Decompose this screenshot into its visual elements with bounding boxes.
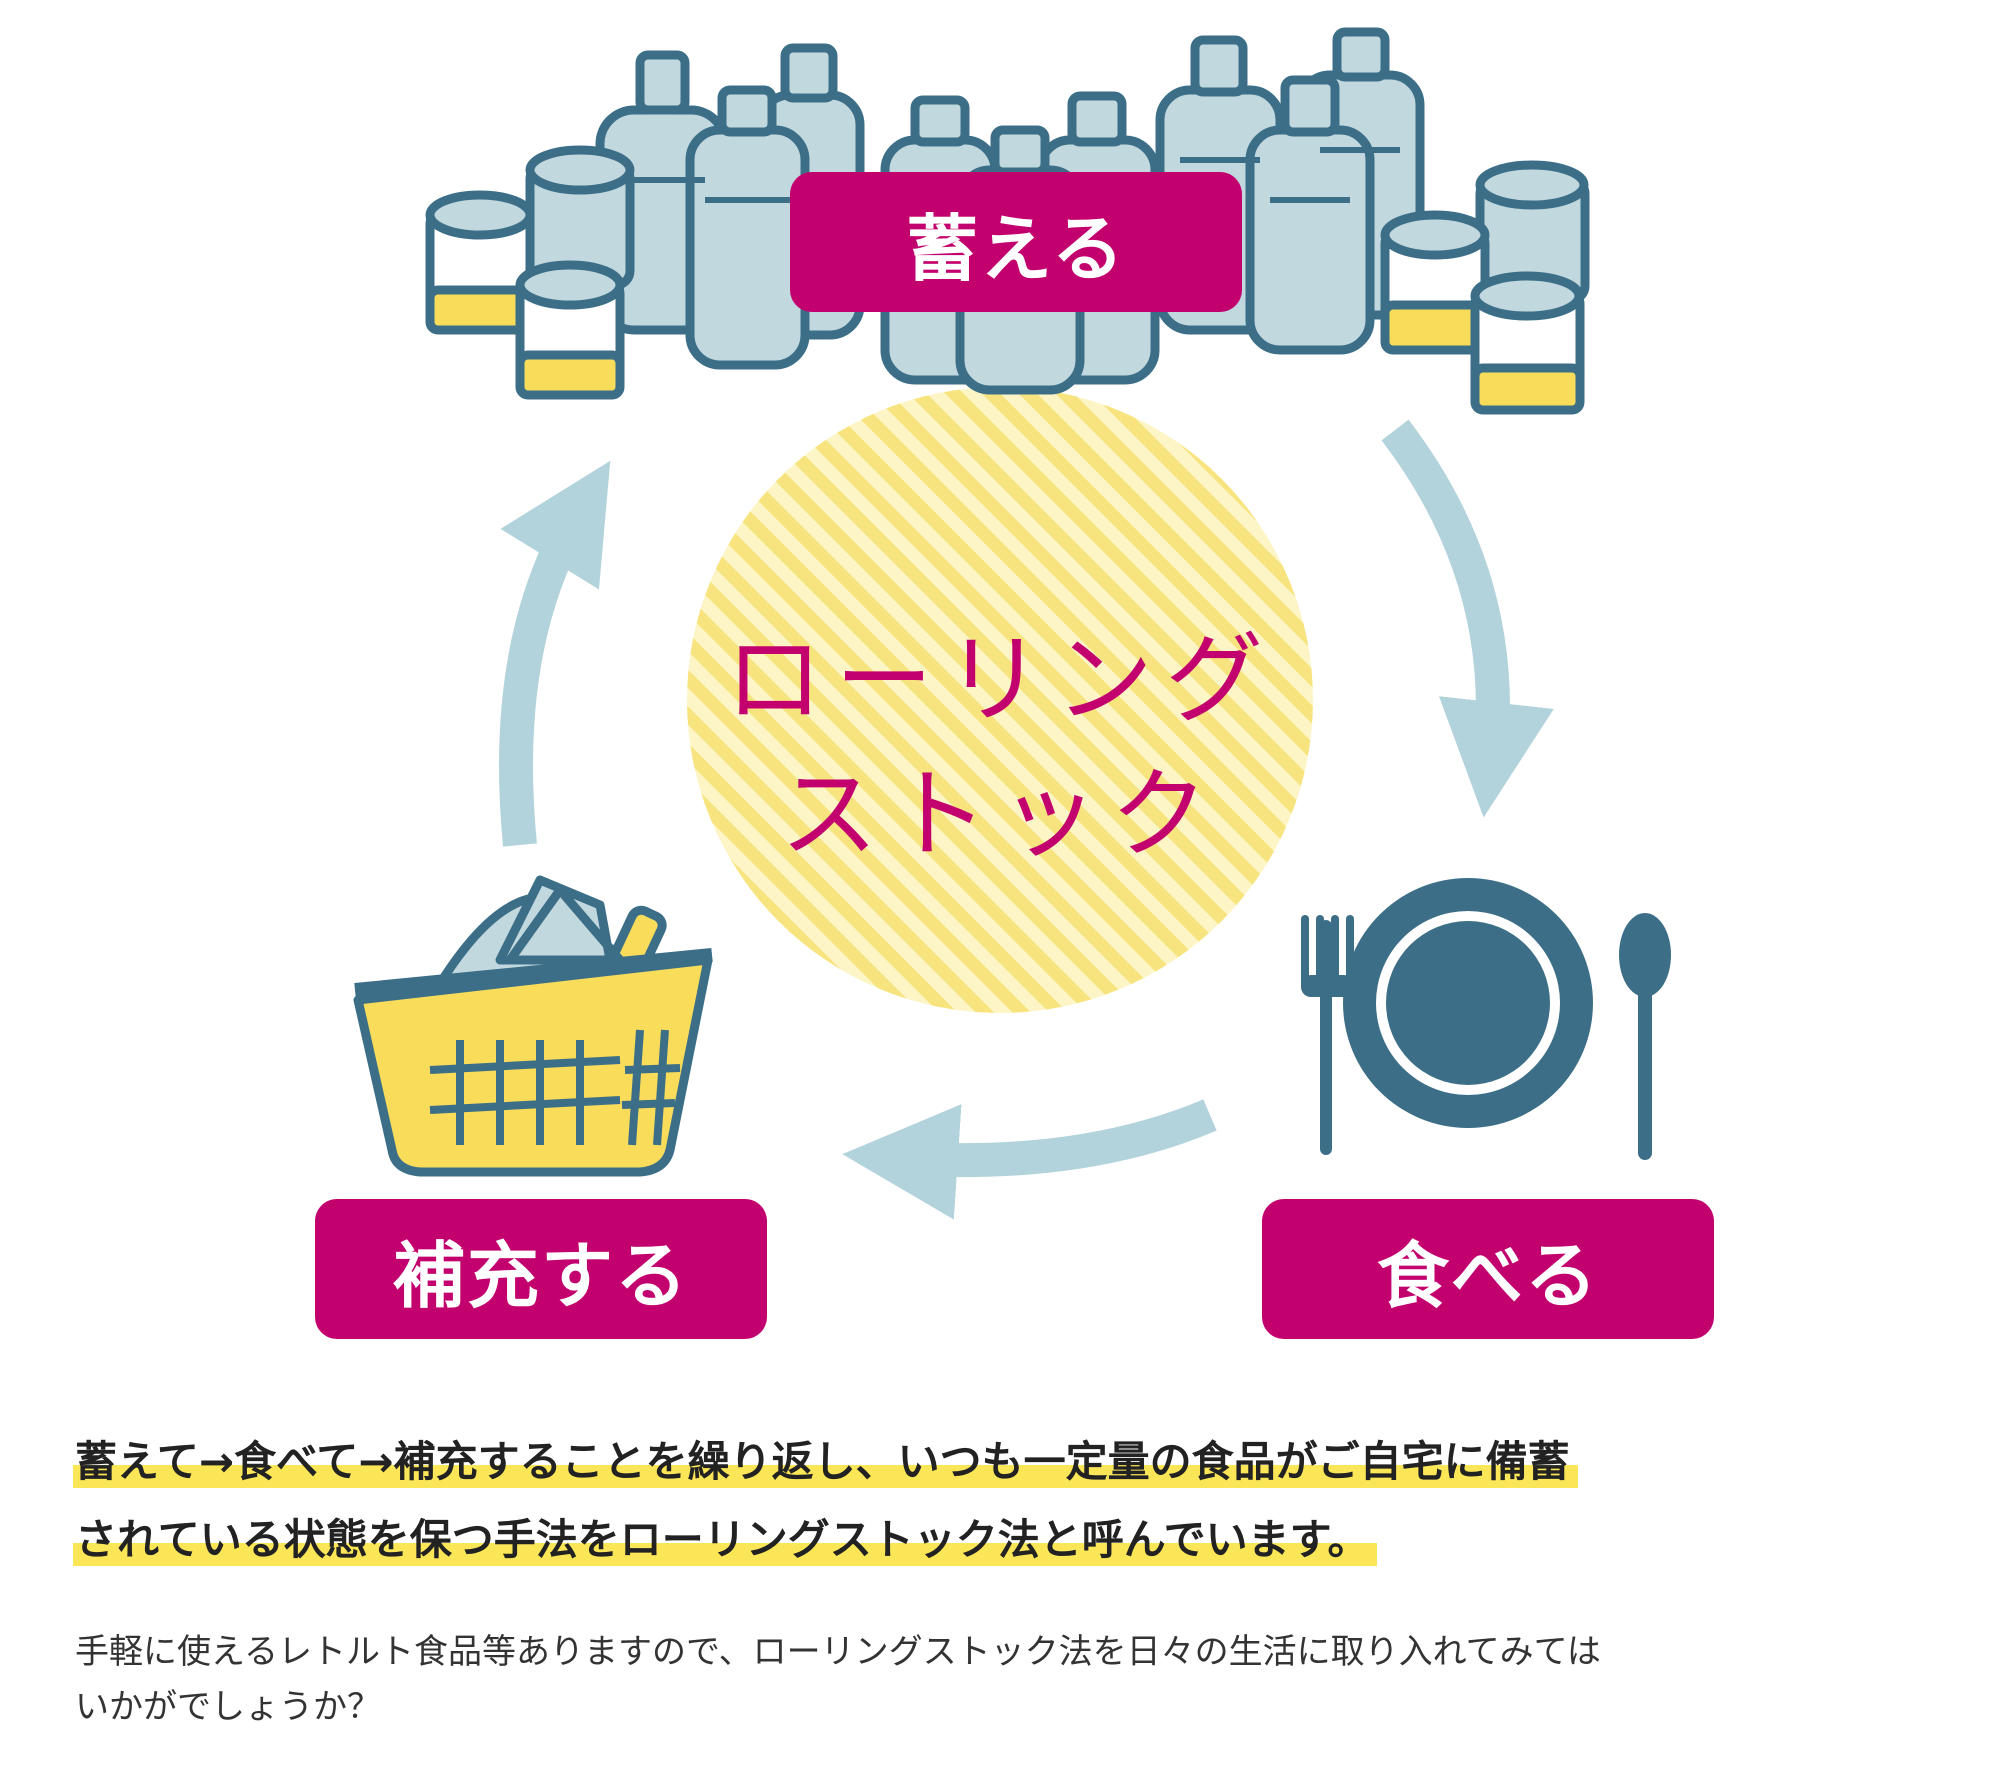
body-text-line-1: 手軽に使えるレトルト食品等ありますので、ローリングストック法を日々の生活に取り入… — [75, 1632, 1601, 1672]
center-title-line2: ストック — [779, 758, 1220, 872]
plate-fork-spoon-icon — [1301, 878, 1671, 1160]
highlight-line-2-text: されている状態を保つ手法をローリングストック法と呼んでいます。 — [73, 1515, 1378, 1566]
label-eat: 食べる — [1262, 1199, 1714, 1339]
label-refill: 補充する — [315, 1199, 767, 1339]
arrow-eat-to-refill — [842, 1099, 1217, 1220]
label-eat-text: 食べる — [1376, 1233, 1599, 1318]
highlight-line-2: されている状態を保つ手法をローリングストック法と呼んでいます。 — [73, 1510, 1378, 1570]
highlight-line-1: 蓄えて→食べて→補充することを繰り返し、いつも一定量の食品がご自宅に備蓄 — [73, 1432, 1578, 1492]
label-store-text: 蓄える — [906, 206, 1126, 291]
highlight-line-1-text: 蓄えて→食べて→補充することを繰り返し、いつも一定量の食品がご自宅に備蓄 — [73, 1437, 1578, 1488]
rolling-stock-diagram: 蓄える 食べる 補充する ローリング ストック — [315, 27, 1714, 1339]
center-circle — [687, 387, 1313, 1013]
label-refill-text: 補充する — [392, 1233, 689, 1318]
shopping-basket-icon — [353, 875, 713, 1177]
arrow-store-to-eat — [1381, 419, 1554, 818]
label-store: 蓄える — [790, 172, 1242, 312]
body-text-line-2: いかがでしょうか？ — [75, 1687, 381, 1727]
center-title-line1: ローリング — [724, 623, 1275, 737]
cycle-arrows — [499, 419, 1554, 1220]
arrow-refill-to-store — [499, 460, 611, 847]
